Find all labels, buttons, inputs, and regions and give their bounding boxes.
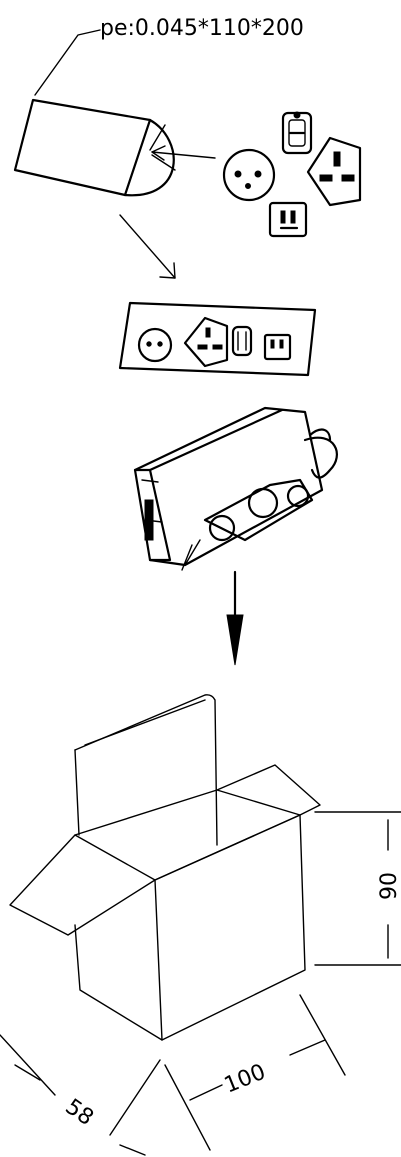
width-dimension-label: 58 (61, 1094, 98, 1131)
loose-plugs-group (222, 111, 362, 238)
height-dimension: 90 (314, 811, 401, 966)
us-plug-icon (268, 201, 308, 238)
pe-bag-spec-label: pe:0.045*110*200 (100, 16, 304, 41)
uk-plug-icon (306, 136, 362, 207)
width-dimension: 58 (0, 1034, 161, 1156)
length-dimension: 100 (164, 994, 346, 1151)
pe-bag-icon (13, 98, 176, 197)
adapter-card-icon (118, 301, 317, 377)
pe-bag-spec-callout: pe:0.045*110*200 (34, 16, 304, 96)
down-arrow-icon (226, 570, 244, 666)
height-dimension-label: 90 (377, 872, 401, 900)
arrow-into-bag-icon (151, 145, 216, 161)
round-pin-plug-icon (222, 148, 276, 202)
arrow-to-card-icon (119, 214, 176, 279)
power-adapter-icon (133, 406, 338, 571)
open-carton-box-icon (9, 694, 321, 1041)
length-dimension-label: 100 (221, 1060, 269, 1099)
eu-plug-icon (281, 111, 313, 155)
